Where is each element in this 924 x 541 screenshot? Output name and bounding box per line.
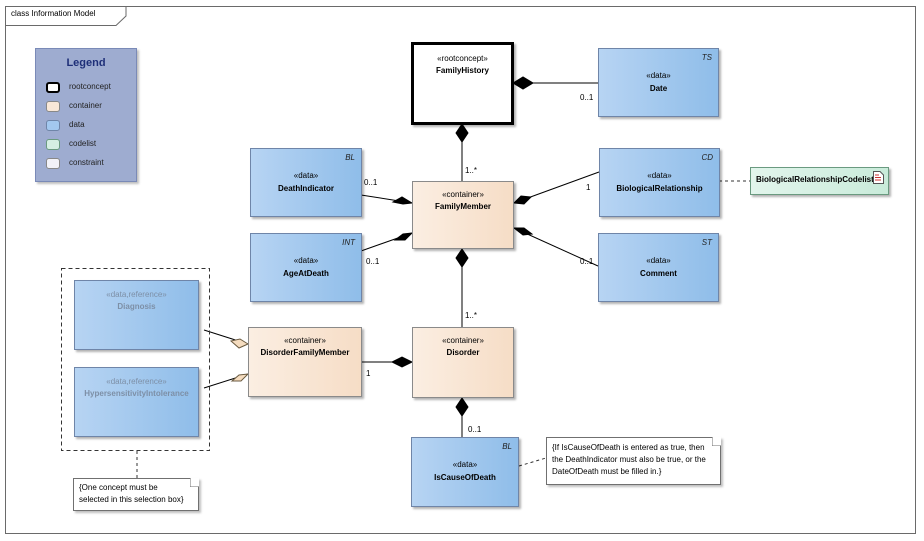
legend-label: codelist (69, 139, 97, 148)
class-name: FamilyMember (434, 202, 492, 211)
legend-label: container (69, 101, 102, 110)
class-familymember[interactable]: «container» FamilyMember (412, 181, 514, 249)
diagram-frame (5, 6, 916, 534)
legend-label: constraint (69, 158, 104, 167)
note-line: {One concept must be (79, 483, 158, 492)
composition-diamond-familymember-biologicalrelationship (512, 195, 533, 205)
multiplicity-disorder: 1..* (465, 311, 478, 320)
class-biologicalrelationship[interactable]: CD «data» BiologicalRelationship (599, 148, 720, 217)
note-fold-corner (712, 437, 721, 446)
legend: Legend rootconcept container data codeli… (35, 48, 137, 182)
class-stereotype: «data» (646, 256, 671, 265)
selection-box (61, 268, 210, 451)
class-name: HypersensitivityIntolerance (84, 389, 189, 398)
class-name: IsCauseOfDeath (434, 473, 496, 482)
class-stereotype: «container» (284, 336, 326, 345)
class-disorderfamilymember[interactable]: «container» DisorderFamilyMember (248, 327, 362, 397)
class-name: Disorder (446, 348, 480, 357)
legend-swatch (46, 139, 60, 150)
class-comment[interactable]: ST «data» Comment (598, 233, 719, 302)
class-deathindicator[interactable]: BL «data» DeathIndicator (250, 148, 362, 217)
class-type-tag: BL (502, 442, 512, 451)
codelist-biologicalrelationshipcodelist[interactable]: BiologicalRelationshipCodelist (750, 167, 889, 195)
class-name: AgeAtDeath (283, 269, 329, 278)
composition-diamond-disorder-disorderfamilymember (390, 356, 414, 368)
class-stereotype: «data» (293, 256, 319, 265)
class-stereotype: «container» (442, 190, 484, 199)
class-stereotype: «data» (452, 460, 478, 469)
note-line: {If IsCauseOfDeath is entered as true, t… (552, 443, 705, 452)
class-name: DisorderFamilyMember (260, 348, 350, 357)
multiplicity-familymember: 1..* (465, 166, 478, 175)
class-type-tag: INT (342, 238, 355, 247)
legend-label: rootconcept (69, 82, 111, 91)
multiplicity-comment: 0..1 (580, 257, 594, 266)
multiplicity-deathindicator: 0..1 (364, 178, 378, 187)
class-name: FamilyHistory (436, 66, 489, 75)
note-line: DateOfDeath must be filled in.} (552, 467, 662, 476)
class-stereotype: «data,reference» (106, 290, 167, 299)
legend-swatch (46, 120, 60, 131)
composition-diamond-familyhistory-familymember (455, 123, 469, 143)
class-name: Comment (640, 269, 677, 278)
class-name: Date (649, 84, 668, 93)
legend-swatch (46, 101, 60, 112)
note-selection-box[interactable]: {One concept must be selected in this se… (73, 478, 199, 511)
multiplicity-biologicalrelationship: 1 (586, 183, 591, 192)
codelist-name: BiologicalRelationshipCodelist (756, 175, 874, 184)
multiplicity-iscauseofdeath: 0..1 (468, 425, 482, 434)
class-name: DeathIndicator (277, 184, 334, 193)
multiplicity-disorderfamilymember: 1 (366, 369, 371, 378)
composition-diamond-familymember-ageatdeath (393, 232, 414, 241)
class-diagnosis[interactable]: «data,reference» Diagnosis (74, 280, 199, 350)
class-iscauseofdeath[interactable]: BL «data» IsCauseOfDeath (411, 437, 519, 507)
document-icon (873, 171, 884, 184)
class-familyhistory[interactable]: «rootconcept» FamilyHistory (411, 42, 514, 125)
composition-diamond-familymember-comment (512, 227, 534, 236)
note-fold-corner (190, 478, 199, 487)
class-type-tag: BL (345, 153, 355, 162)
legend-swatch (46, 158, 60, 169)
class-stereotype: «rootconcept» (437, 54, 488, 63)
legend-label: data (69, 120, 85, 129)
class-stereotype: «data» (646, 71, 671, 80)
composition-diamond-familymember-deathindicator (391, 196, 414, 205)
composition-diamond-familymember-disorder (455, 248, 469, 268)
class-stereotype: «data» (293, 171, 319, 180)
multiplicity-date: 0..1 (580, 93, 594, 102)
aggregation-diamond-diagnosis (229, 338, 250, 349)
class-type-tag: ST (701, 238, 712, 247)
aggregation-diamond-hypersensitivity (230, 373, 250, 382)
class-stereotype: «data,reference» (106, 377, 167, 386)
class-type-tag: CD (701, 153, 713, 162)
legend-swatch (46, 82, 60, 93)
note-line: the DeathIndicator must also be true, or… (552, 455, 706, 464)
class-stereotype: «data» (647, 171, 672, 180)
multiplicity-ageatdeath: 0..1 (366, 257, 380, 266)
class-name: BiologicalRelationship (616, 184, 703, 193)
legend-title: Legend (66, 57, 106, 69)
class-name: Diagnosis (117, 302, 156, 311)
diagram-title-tab: class Information Model (5, 6, 127, 26)
class-disorder[interactable]: «container» Disorder (412, 327, 514, 398)
edge-iscauseofdeath-note (518, 457, 547, 467)
class-hypersensitivityintolerance[interactable]: «data,reference» HypersensitivityIntoler… (74, 367, 199, 437)
note-constraint[interactable]: {If IsCauseOfDeath is entered as true, t… (546, 437, 721, 485)
note-line: selected in this selection box} (79, 495, 184, 504)
composition-diamond-familyhistory-date (512, 76, 534, 90)
class-ageatdeath[interactable]: INT «data» AgeAtDeath (250, 233, 362, 302)
class-date[interactable]: TS «data» Date (598, 48, 719, 117)
class-stereotype: «container» (442, 336, 484, 345)
diagram-title: class Information Model (11, 9, 96, 18)
class-type-tag: TS (701, 53, 712, 62)
composition-diamond-disorder-iscauseofdeath (455, 397, 469, 417)
